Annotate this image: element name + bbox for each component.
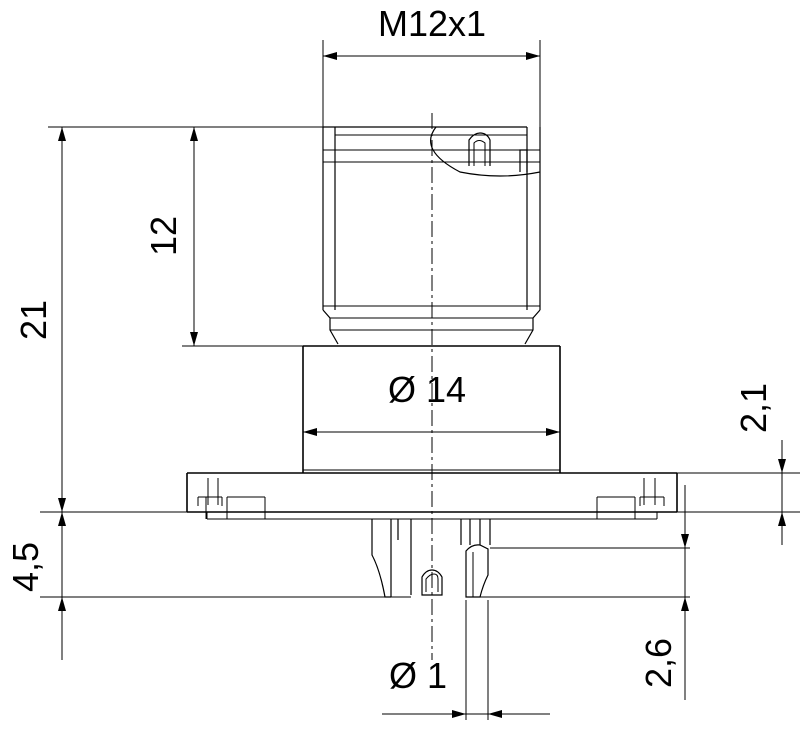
thread-length-label: 12 <box>143 216 184 256</box>
overall-height-label: 21 <box>13 300 54 340</box>
pin-diameter-label: Ø 1 <box>389 655 447 696</box>
dimension-lines <box>58 52 786 718</box>
pin-length-label: 4,5 <box>5 542 46 592</box>
body-diameter-label: Ø 14 <box>388 369 466 410</box>
extension-lines <box>40 40 800 720</box>
thread-label: M12x1 <box>378 3 486 44</box>
flange-thickness-label: 2,1 <box>733 383 774 433</box>
pin-offset-label: 2,6 <box>638 638 679 688</box>
